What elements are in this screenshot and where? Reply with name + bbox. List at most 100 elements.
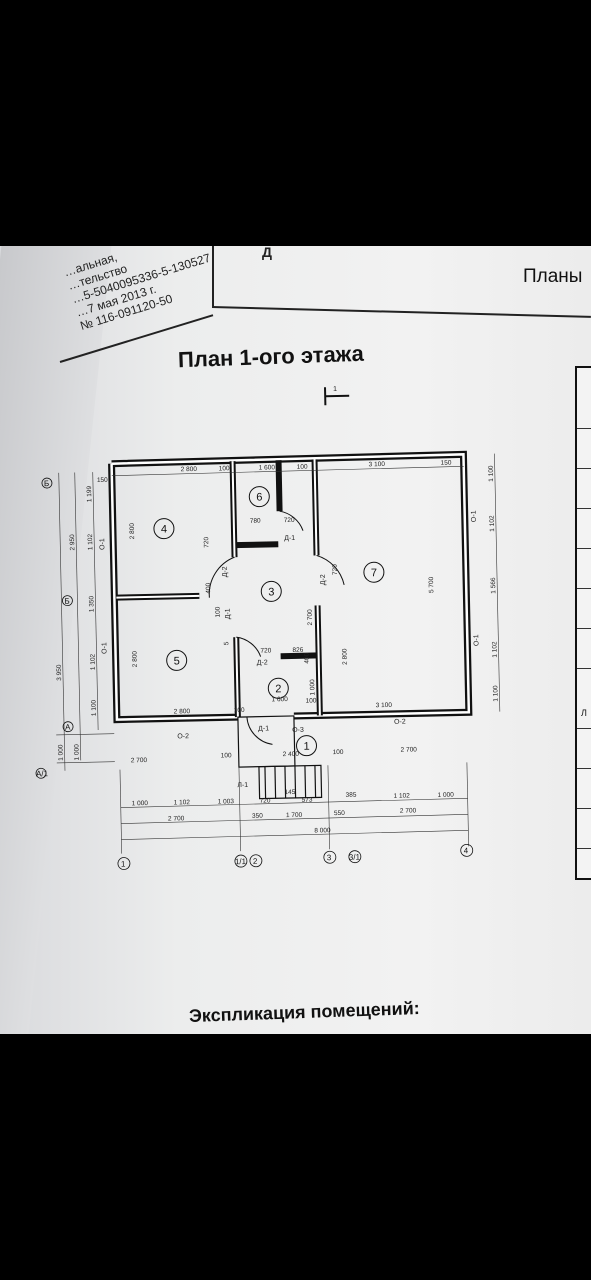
dim-text: 1 100 bbox=[90, 699, 97, 716]
axis-label: 4 bbox=[464, 846, 469, 855]
title-block-frame-line bbox=[212, 246, 214, 308]
dim-text: 100 bbox=[333, 749, 344, 756]
dim-text: 2 700 bbox=[168, 815, 185, 822]
dim-text: 573 bbox=[302, 797, 313, 804]
dim-text: 1 600 bbox=[271, 696, 288, 703]
room-circle bbox=[248, 486, 270, 508]
dim-text: 2 800 bbox=[131, 651, 138, 668]
right-dimensions: 1 100 1 102 1 566 1 102 1 100 bbox=[488, 453, 501, 712]
room-number: 1 bbox=[303, 741, 309, 753]
dim-text: 1 100 bbox=[492, 685, 499, 702]
room-number: 7 bbox=[371, 567, 377, 579]
axis-label: А/1 bbox=[36, 769, 49, 778]
dim-text: 720 bbox=[260, 797, 271, 804]
dim-text: 2 800 bbox=[174, 708, 191, 715]
dim-text: 1 102 bbox=[489, 515, 496, 532]
axis-label: Б bbox=[64, 597, 69, 606]
dim-text: 8 000 bbox=[314, 827, 331, 834]
axis-label: Б bbox=[44, 479, 49, 488]
axis-label: 1/1 bbox=[235, 857, 247, 866]
dim-text: 1 000 bbox=[132, 800, 149, 807]
dim-text: 150 bbox=[441, 460, 452, 467]
dim-text: 1 003 bbox=[218, 798, 235, 805]
axis-label: 3/1 bbox=[349, 853, 361, 862]
door-label: Д-1 bbox=[258, 725, 269, 732]
stair-label: Л-1 bbox=[237, 782, 248, 789]
window-label: О-1 bbox=[471, 510, 478, 522]
dim-text: 1 000 bbox=[57, 744, 64, 761]
dim-text: 100 bbox=[215, 606, 222, 617]
dim-text: 826 bbox=[292, 647, 303, 654]
dim-text: 1 102 bbox=[394, 793, 411, 800]
dim-text: 100 bbox=[306, 697, 317, 704]
dim-text: 150 bbox=[97, 477, 108, 484]
axis-label: 2 bbox=[253, 857, 258, 866]
dim-text: 100 bbox=[297, 464, 308, 471]
dim-text: 2 800 bbox=[129, 523, 136, 540]
photo-of-document: Д Планы …альная, …тельство …5-5040095336… bbox=[0, 246, 591, 1034]
room-number: 3 bbox=[268, 586, 274, 598]
dim-text: 2 950 bbox=[69, 534, 76, 551]
room-circle bbox=[153, 518, 175, 540]
top-dimensions: 150 2 800 100 1 600 100 3 100 150 bbox=[97, 460, 464, 484]
dim-text: 3 100 bbox=[369, 461, 386, 468]
vertical-dimensions: 2 800 2 800 2 700 2 800 5 700 400 100 40… bbox=[129, 523, 436, 668]
door-label: Д-2 bbox=[320, 574, 327, 585]
section-mark: 1 bbox=[324, 386, 350, 406]
dim-text: 5 bbox=[223, 641, 230, 645]
door-swings bbox=[208, 510, 345, 745]
window-label: О-2 bbox=[394, 719, 406, 726]
dim-text: 2 700 bbox=[400, 807, 417, 814]
door-label: Д-2 bbox=[257, 659, 268, 666]
section-mark-label: 1 bbox=[333, 386, 337, 393]
dim-text: 1 000 bbox=[309, 679, 316, 696]
room-circle bbox=[363, 561, 385, 583]
axis-label: А bbox=[65, 723, 71, 732]
title-block-glyph: Д bbox=[262, 246, 272, 260]
room-circle bbox=[267, 677, 289, 699]
left-dimensions bbox=[56, 472, 115, 771]
exterior-walls bbox=[108, 450, 473, 724]
window-label: О-3 bbox=[292, 727, 304, 734]
room-number: 6 bbox=[256, 492, 262, 504]
room-circle bbox=[296, 735, 318, 757]
dim-text: 1 102 bbox=[87, 533, 94, 550]
door-label: Д-1 bbox=[284, 535, 295, 542]
dim-text: 1 102 bbox=[174, 799, 191, 806]
dim-text: 100 bbox=[234, 707, 245, 714]
dim-text: 100 bbox=[221, 752, 232, 759]
dim-text: 100 bbox=[219, 465, 230, 472]
dim-text: 350 bbox=[252, 813, 263, 820]
dim-text: 720 bbox=[284, 517, 295, 524]
room-number: 2 bbox=[275, 683, 281, 695]
right-page-table: Л bbox=[575, 366, 591, 880]
dim-text: 1 350 bbox=[88, 595, 95, 612]
window-label: О-1 bbox=[99, 538, 106, 550]
dim-text: 5 700 bbox=[428, 576, 435, 593]
window-label: О-2 bbox=[177, 733, 189, 740]
dim-text: 3 100 bbox=[376, 702, 393, 709]
left-axis-markers: Б Б А А/1 bbox=[35, 477, 74, 779]
dim-text: 1 700 bbox=[286, 812, 303, 819]
dim-text: 2 700 bbox=[307, 609, 314, 626]
dim-text: 3 950 bbox=[56, 664, 63, 681]
door-label: Д-2 bbox=[222, 566, 229, 577]
dim-text: 2 800 bbox=[181, 466, 198, 473]
inner-dimensions: 780 720 826 720 720 1 600 100 1 000 100 … bbox=[131, 517, 418, 764]
window-label: О-1 bbox=[101, 642, 108, 654]
dim-text: 720 bbox=[260, 647, 271, 654]
dim-text: 550 bbox=[334, 810, 345, 817]
dim-text: 145 bbox=[284, 789, 295, 796]
dim-text: 720 bbox=[203, 536, 210, 547]
floor-plan-drawing: 1 bbox=[35, 386, 501, 870]
right-page-header: Планы bbox=[523, 266, 583, 287]
bottom-axis-markers: 1 1/1 2 3 3/1 4 bbox=[117, 843, 474, 870]
bottom-dimensions bbox=[119, 762, 469, 854]
opening-labels: Д-1 Д-2 Д-1 Д-2 Д-2 Д-1 О-1 О-1 О-1 О-1 … bbox=[99, 510, 480, 740]
dim-text: 1 566 bbox=[490, 577, 497, 594]
dim-text: 1 102 bbox=[491, 641, 498, 658]
room-number: 5 bbox=[174, 655, 180, 667]
dim-text: 720 bbox=[332, 564, 339, 575]
table-cell-text: Л bbox=[581, 708, 587, 718]
dim-text: 1 100 bbox=[488, 465, 495, 482]
